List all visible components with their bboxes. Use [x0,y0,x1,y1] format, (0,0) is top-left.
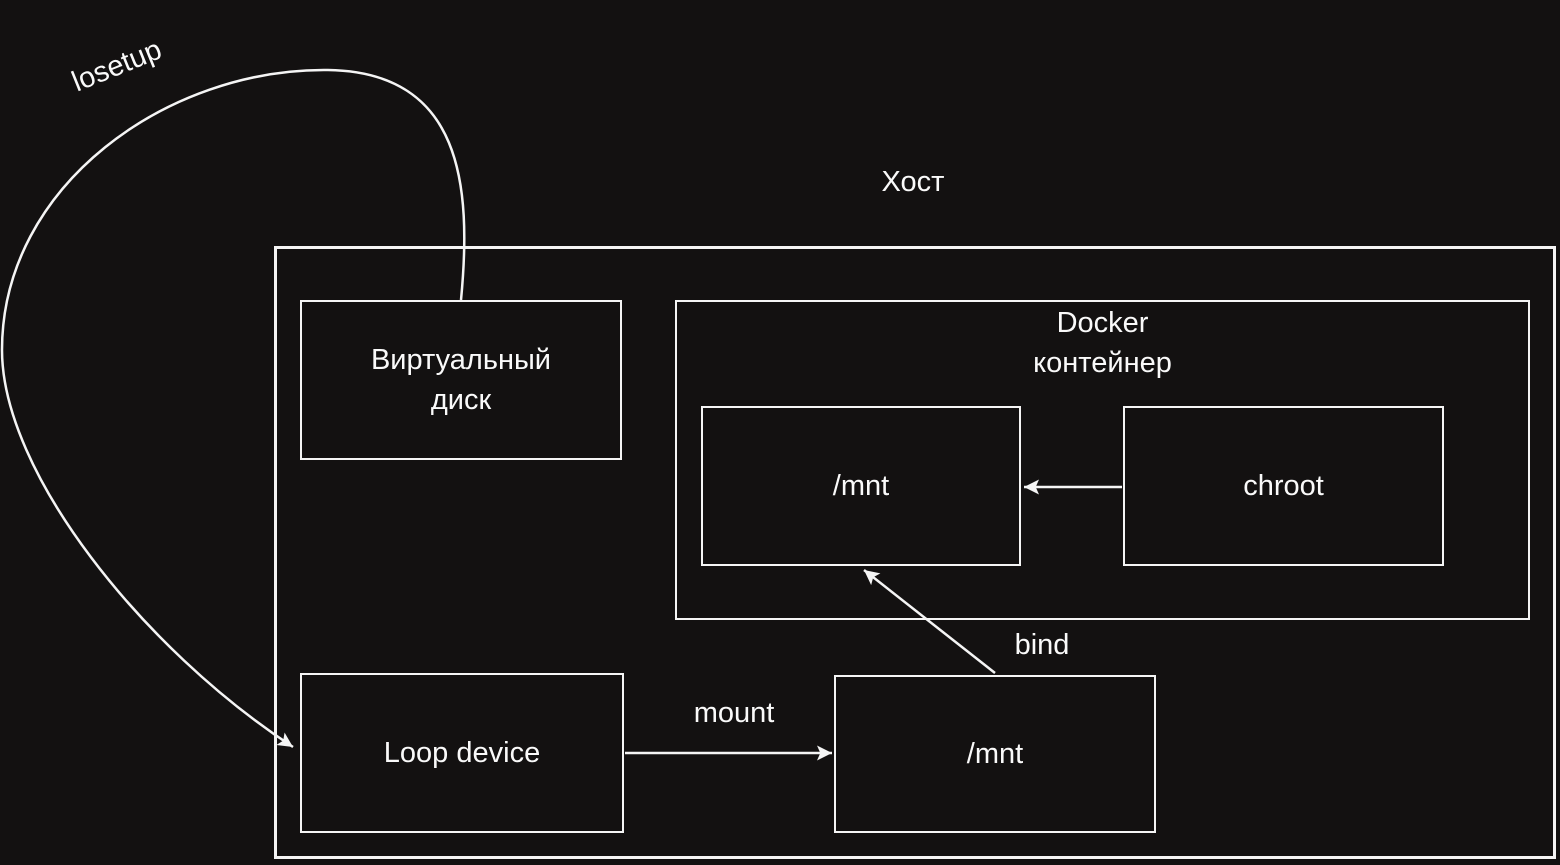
host-label: Хост [881,166,945,198]
docker-container-label: Docker контейнер [1033,307,1172,379]
docker-container-box [675,300,1530,620]
mount-edge-label: mount [693,697,775,729]
host-box [274,246,1556,859]
host-mnt-box: /mnt [834,675,1156,833]
loop-device-label: Loop device [383,737,541,769]
loop-device-box: Loop device [300,673,624,833]
virtual-disk-box: Виртуальный диск [300,300,622,460]
docker-mnt-label: /mnt [832,470,890,502]
bind-edge-label: bind [1014,629,1070,661]
chroot-label: chroot [1243,470,1324,502]
chroot-box: chroot [1123,406,1444,566]
virtual-disk-label: Виртуальный диск [370,344,552,416]
docker-mnt-box: /mnt [701,406,1021,566]
losetup-edge-label: losetup [67,33,167,99]
host-mnt-label: /mnt [966,738,1024,770]
